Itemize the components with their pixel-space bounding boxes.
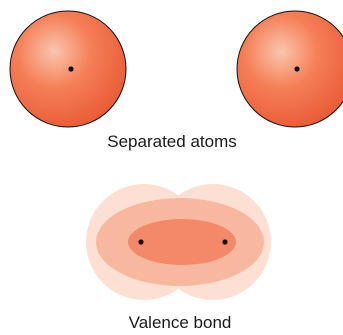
separated-atoms-panel: Separated atoms [10, 11, 343, 151]
right-atom [237, 11, 343, 127]
bond-right-nucleus [222, 239, 227, 244]
valence-bond-caption: Valence bond [129, 313, 232, 332]
right-atom-orbital [237, 11, 343, 127]
separated-atoms-caption: Separated atoms [107, 132, 236, 151]
left-atom-orbital [10, 11, 126, 127]
right-atom-nucleus [294, 66, 299, 71]
left-atom-nucleus [68, 66, 73, 71]
valence-bond-panel: Valence bond [86, 184, 271, 332]
bond-orbital-inner [128, 219, 236, 265]
bond-left-nucleus [138, 239, 143, 244]
left-atom [10, 11, 126, 127]
